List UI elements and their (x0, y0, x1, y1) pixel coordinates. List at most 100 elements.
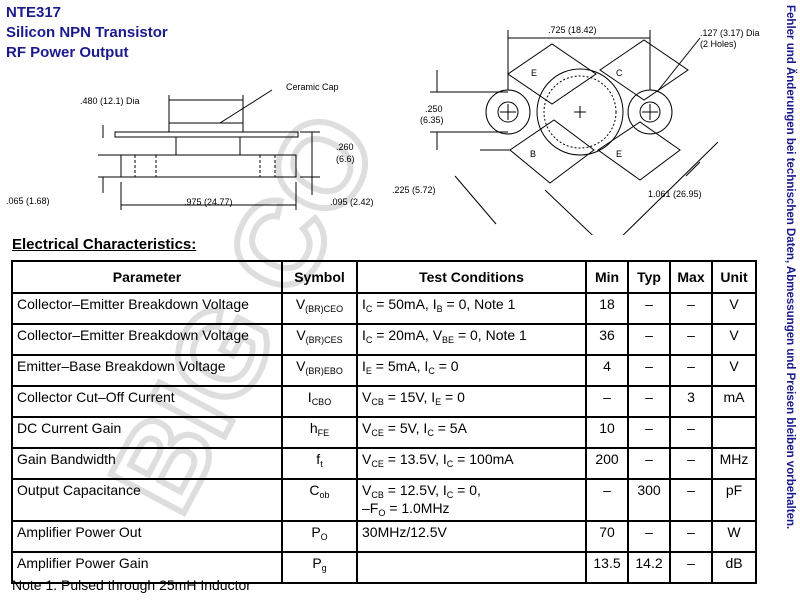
cell-symbol: ICBO (281, 385, 358, 418)
cell-max: – (669, 447, 713, 480)
cell-test-conditions: IC = 20mA, VBE = 0, Note 1 (356, 323, 587, 356)
cell-unit (711, 416, 757, 449)
cell-typ: – (627, 385, 671, 418)
cell-parameter: Collector Cut–Off Current (11, 385, 283, 418)
cell-unit: mA (711, 385, 757, 418)
document-title-block: NTE317 Silicon NPN Transistor RF Power O… (6, 3, 168, 63)
side-disclaimer: Fehler und Änderungen bei technischen Da… (784, 5, 796, 530)
cell-symbol: V(BR)EBO (281, 354, 358, 387)
header-max: Max (669, 260, 713, 294)
dim-225: .225 (5.72) (392, 185, 436, 195)
cell-symbol: ft (281, 447, 358, 480)
cell-unit: V (711, 323, 757, 356)
cell-min: 200 (585, 447, 629, 480)
dim-dia-label: .480 (12.1) Dia (80, 96, 140, 106)
cell-test-conditions: VCE = 13.5V, IC = 100mA (356, 447, 587, 480)
cell-symbol: hFE (281, 416, 358, 449)
cell-min: 36 (585, 323, 629, 356)
cell-unit: V (711, 354, 757, 387)
cell-unit: pF (711, 478, 757, 522)
cell-min: – (585, 385, 629, 418)
dim-260-mm: (6.6) (336, 154, 355, 164)
cell-parameter: Collector–Emitter Breakdown Voltage (11, 292, 283, 325)
cell-parameter: Gain Bandwidth (11, 447, 283, 480)
cell-test-conditions: VCB = 12.5V, IC = 0,–FO = 1.0MHz (356, 478, 587, 522)
cell-parameter: Collector–Emitter Breakdown Voltage (11, 323, 283, 356)
cell-symbol: Cob (281, 478, 358, 522)
title-line-2: Silicon NPN Transistor (6, 24, 168, 41)
cell-max: 3 (669, 385, 713, 418)
cell-symbol: V(BR)CEO (281, 292, 358, 325)
cell-typ: – (627, 354, 671, 387)
cell-typ: – (627, 292, 671, 325)
table-header-row: Parameter Symbol Test Conditions Min Typ… (11, 260, 757, 294)
cell-test-conditions (356, 551, 587, 584)
cell-typ: – (627, 447, 671, 480)
cell-test-conditions: IC = 50mA, IB = 0, Note 1 (356, 292, 587, 325)
pin-e-bottom: E (616, 149, 622, 159)
package-drawing: .480 (12.1) Dia Ceramic Cap .260 (6.6) .… (6, 25, 760, 235)
dim-holes: (2 Holes) (700, 39, 737, 49)
cell-min: 18 (585, 292, 629, 325)
cell-max: – (669, 416, 713, 449)
cell-min: – (585, 478, 629, 522)
cell-unit: dB (711, 551, 757, 584)
footnote: Note 1. Pulsed through 25mH Inductor (12, 577, 251, 593)
cell-unit: MHz (711, 447, 757, 480)
cell-symbol: PO (281, 520, 358, 553)
cell-test-conditions: 30MHz/12.5V (356, 520, 587, 553)
electrical-characteristics-table: Parameter Symbol Test Conditions Min Typ… (11, 260, 757, 584)
cell-test-conditions: VCE = 5V, IC = 5A (356, 416, 587, 449)
cell-min: 10 (585, 416, 629, 449)
cell-max: – (669, 478, 713, 522)
cell-typ: – (627, 520, 671, 553)
cell-max: – (669, 551, 713, 584)
cell-parameter: Emitter–Base Breakdown Voltage (11, 354, 283, 387)
cell-symbol: V(BR)CES (281, 323, 358, 356)
cell-parameter: DC Current Gain (11, 416, 283, 449)
header-parameter: Parameter (11, 260, 283, 294)
cell-typ: – (627, 323, 671, 356)
pin-b: B (530, 149, 536, 159)
cell-parameter: Output Capacitance (11, 478, 283, 522)
cell-parameter: Amplifier Power Out (11, 520, 283, 553)
cell-min: 13.5 (585, 551, 629, 584)
dim-095: .095 (2.42) (330, 197, 374, 207)
cell-min: 70 (585, 520, 629, 553)
cell-symbol: Pg (281, 551, 358, 584)
section-title: Electrical Characteristics: (12, 236, 197, 253)
dim-260: .260 (336, 142, 354, 152)
cell-min: 4 (585, 354, 629, 387)
dim-ceramic-cap: Ceramic Cap (286, 82, 339, 92)
dim-725: .725 (18.42) (548, 25, 597, 35)
cell-max: – (669, 292, 713, 325)
cell-typ: 300 (627, 478, 671, 522)
dim-1061: 1.061 (26.95) (648, 189, 702, 199)
cell-unit: V (711, 292, 757, 325)
pin-c: C (616, 68, 623, 78)
header-typ: Typ (627, 260, 671, 294)
header-min: Min (585, 260, 629, 294)
cell-parameter: Amplifier Power Gain (11, 551, 283, 584)
dim-hole: .127 (3.17) Dia (700, 28, 760, 38)
cell-max: – (669, 323, 713, 356)
dim-065: .065 (1.68) (6, 196, 50, 206)
cell-test-conditions: IE = 5mA, IC = 0 (356, 354, 587, 387)
part-number: NTE317 (6, 4, 62, 21)
cell-max: – (669, 520, 713, 553)
dim-250-mm: (6.35) (420, 115, 444, 125)
pin-e-top: E (531, 68, 537, 78)
title-line-3: RF Power Output (6, 44, 129, 61)
cell-max: – (669, 354, 713, 387)
cell-unit: W (711, 520, 757, 553)
header-unit: Unit (711, 260, 757, 294)
